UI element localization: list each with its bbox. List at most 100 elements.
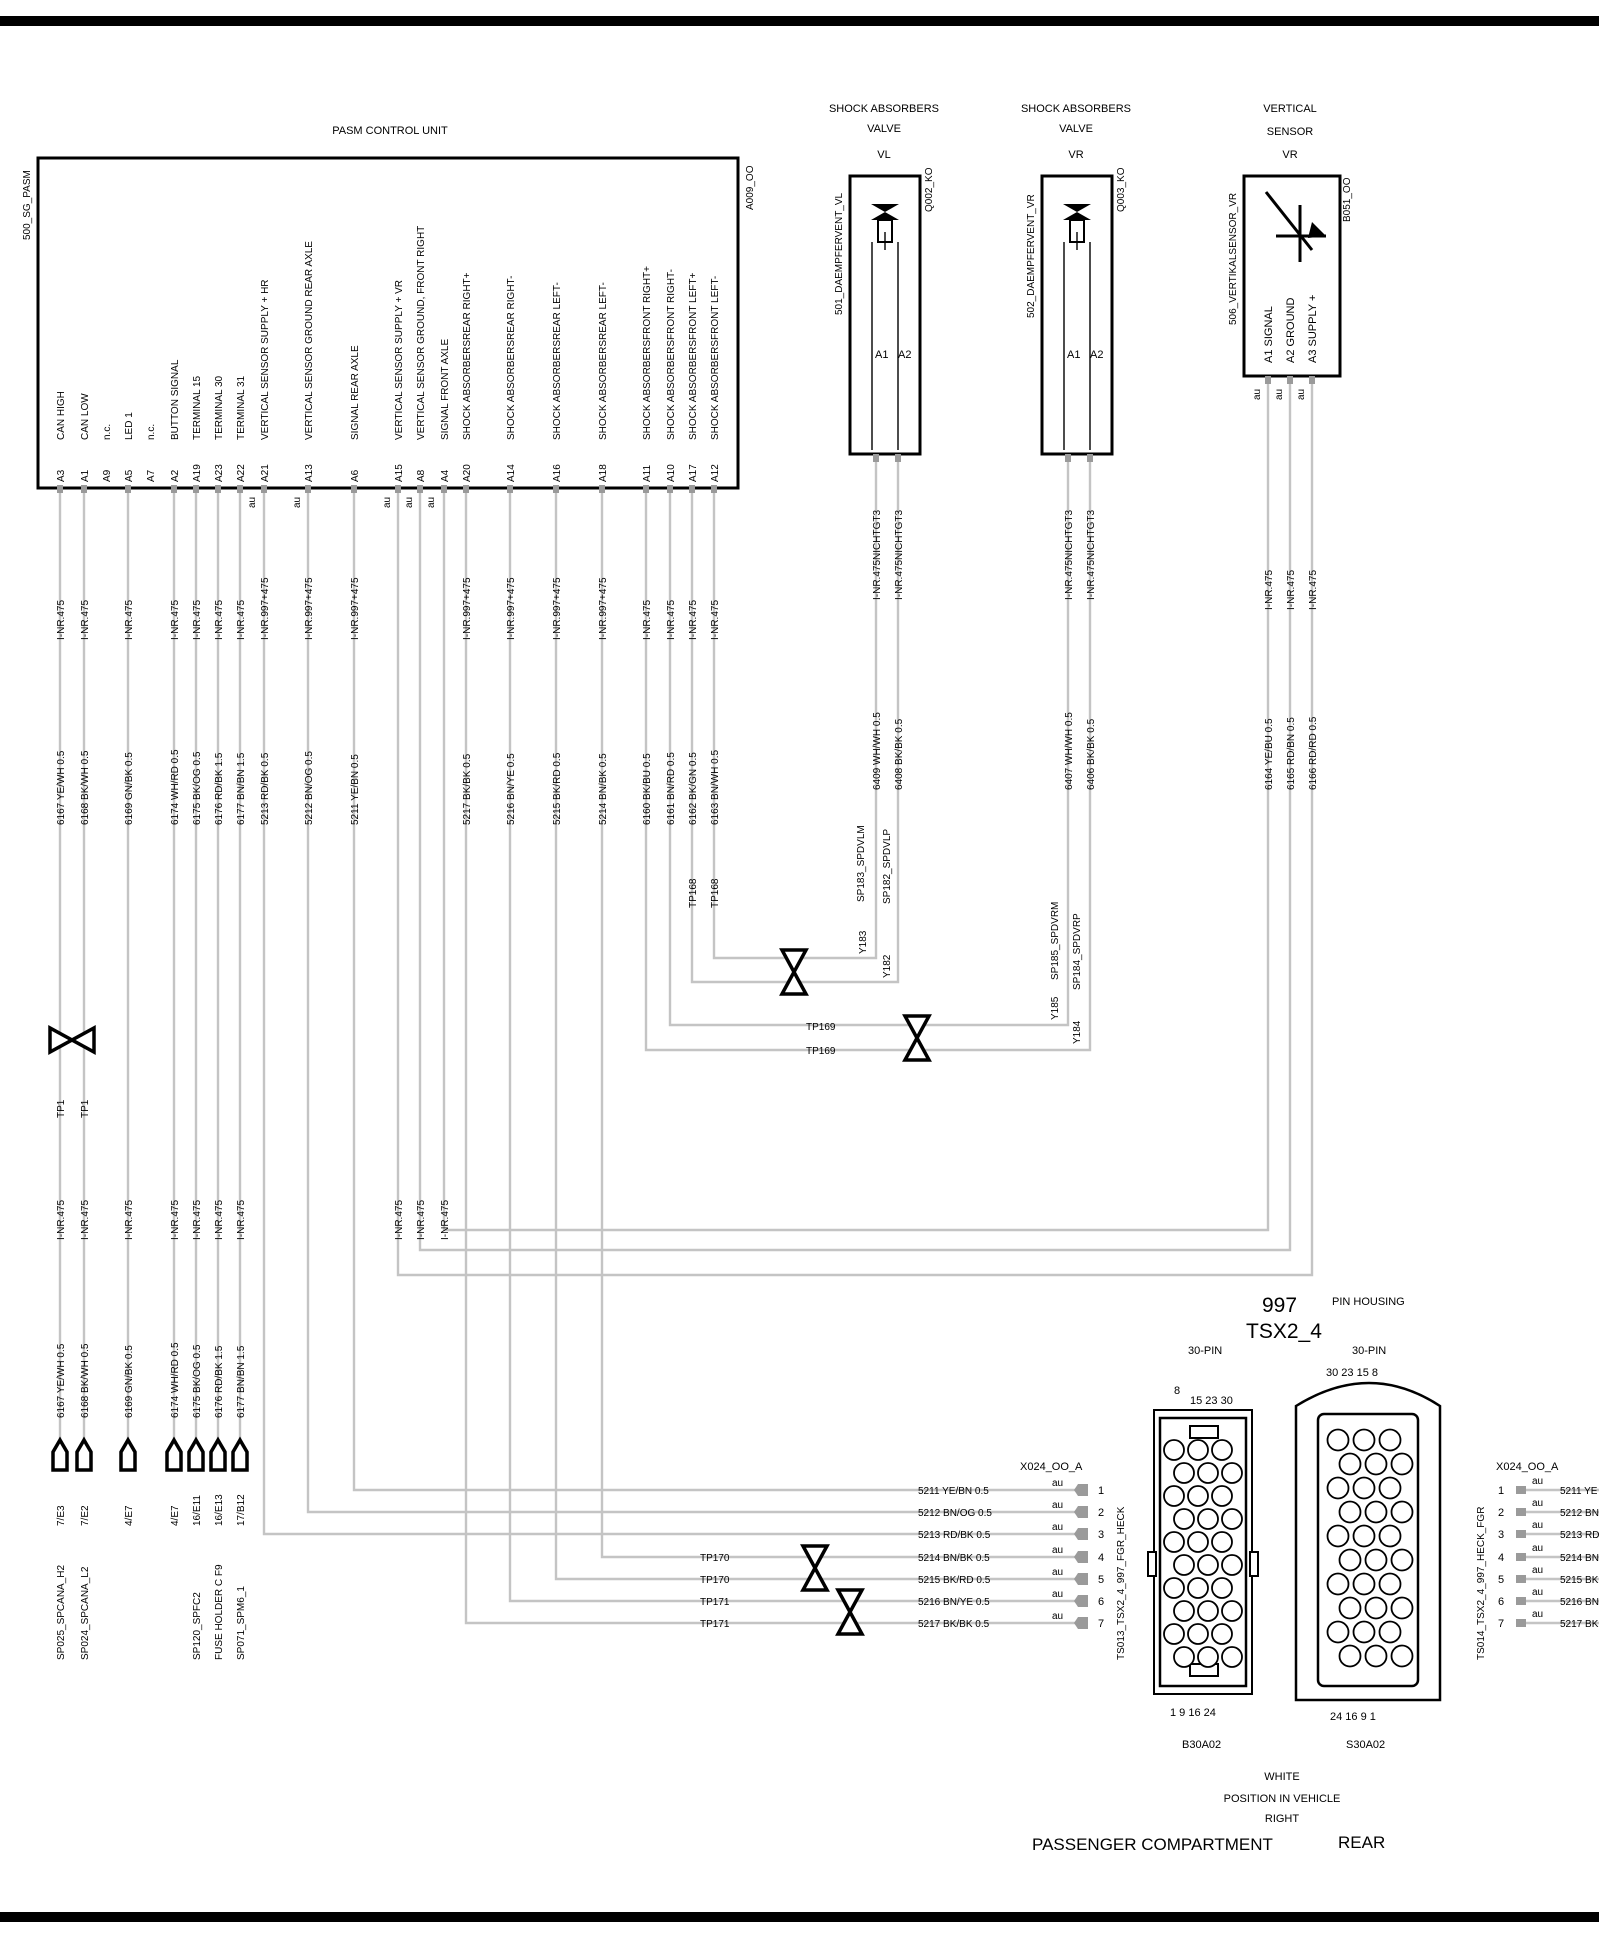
housing-hole — [1211, 1577, 1233, 1599]
connector-pin-icon — [1074, 1484, 1088, 1496]
housing-left-area: PASSENGER COMPARTMENT — [1032, 1835, 1273, 1854]
housing-hole — [1173, 1508, 1195, 1530]
pin-terminal — [507, 485, 513, 493]
housing-hole — [1163, 1577, 1185, 1599]
tp171-label: TP171 — [700, 1597, 730, 1608]
sensor-ref: B051_OO — [1342, 177, 1353, 222]
valve-vl-wire: 6408 BK/BK 0.5 — [894, 718, 905, 790]
housing-right-area: REAR — [1338, 1833, 1385, 1852]
valve-vl-symbol — [871, 204, 899, 450]
housing-hole — [1211, 1485, 1233, 1507]
wire-signal-label: I-NR.997+475 — [598, 577, 609, 640]
housing-hole — [1364, 1452, 1388, 1476]
tp1-splice-icon — [48, 1025, 96, 1055]
housing-hole — [1378, 1428, 1402, 1452]
connector-pin-icon — [1074, 1595, 1088, 1607]
sensor-side-label: 506_VERTIKALSENSOR_VR — [1228, 193, 1239, 325]
valve-vl-y-a: Y183 — [858, 930, 869, 954]
connector-pin-icon-right — [1516, 1597, 1526, 1605]
connector-wire-label: 5212 BN/OG 0.5 — [918, 1508, 992, 1519]
pin-terminal — [417, 485, 423, 493]
valve-vl-sig: I-NR.475NICHTGT3 — [894, 510, 905, 600]
housing-left-top-b: 15 23 30 — [1190, 1395, 1233, 1407]
pin-label: SHOCK ABSORBERS — [688, 340, 699, 440]
connector-wire-label: 5215 BK/RD 0.5 — [918, 1575, 991, 1586]
wire-sensor-supply — [396, 384, 1314, 1277]
wire-rear-4 — [600, 493, 1080, 1559]
tp171-label: TP171 — [700, 1619, 730, 1630]
sensor-pin-terminal — [1287, 376, 1293, 384]
sensor-au: au — [1252, 389, 1263, 400]
pin-number: A19 — [192, 464, 203, 482]
wire-rear-2 — [306, 493, 1080, 1514]
housing-hole — [1326, 1572, 1350, 1596]
pin-label: LED 1 — [124, 412, 135, 440]
au-marker: au — [247, 497, 258, 508]
valve-vl-pin-a2: A2 — [898, 349, 911, 361]
connector-pin-number: 6 — [1098, 1596, 1104, 1608]
wire-front-left-plus — [690, 454, 900, 984]
wire-signal-label-lower: I-NR.475 — [440, 1200, 451, 1240]
wire-code-label: 5217 BK/BK 0.5 — [462, 753, 473, 825]
valve-vr-wire: 6407 WH/WH 0.5 — [1064, 712, 1075, 790]
wire-signal-label: I-NR.475 — [642, 600, 653, 640]
valve-vr-pin-a1: A1 — [1067, 349, 1080, 361]
wire-code-label: 5214 BN/BK 0.5 — [598, 753, 609, 825]
pin-number: A11 — [642, 465, 653, 482]
valve-vr-y-b: Y184 — [1072, 1020, 1083, 1044]
connector-pin-icon — [1074, 1506, 1088, 1518]
wire-signal-label: I-NR.997+475 — [552, 577, 563, 640]
pin-label-suffix: REAR RIGHT- — [506, 276, 517, 340]
connector-au: au — [1052, 1522, 1063, 1533]
pin-terminal — [261, 485, 267, 493]
connector-pin-icon-right — [1516, 1553, 1526, 1561]
valve-vr-sig: I-NR.475NICHTGT3 — [1086, 510, 1097, 600]
housing-hole — [1221, 1554, 1243, 1576]
housing-hole — [1221, 1508, 1243, 1530]
connector-side-left: TS013_TSX2_4_997_FGR_HECK — [1116, 1506, 1127, 1660]
wire-front-left-minus — [712, 454, 878, 960]
pin-terminal — [305, 485, 311, 493]
housing-hole — [1197, 1462, 1219, 1484]
valve-vr-ref: Q003_KO — [1116, 167, 1127, 212]
housing-hole — [1173, 1462, 1195, 1484]
housing-right-name: S30A02 — [1346, 1739, 1385, 1751]
pin-label-suffix: FRONT RIGHT- — [666, 269, 677, 340]
pin-number: A15 — [394, 464, 405, 482]
wire-sensor-ground — [418, 384, 1292, 1252]
housing-model: 997 — [1262, 1294, 1297, 1317]
valve-vl-pin-a1: A1 — [875, 349, 888, 361]
pin-label: n.c. — [102, 424, 113, 440]
connector-pin-number-right: 5 — [1498, 1574, 1504, 1586]
housing-hole — [1197, 1554, 1219, 1576]
housing-hole — [1378, 1524, 1402, 1548]
pin-number: A8 — [416, 469, 427, 482]
connector-pin-icon-right — [1516, 1575, 1526, 1583]
housing-hole — [1221, 1462, 1243, 1484]
connector-wire-label-right: 5215 BK — [1560, 1575, 1599, 1586]
housing-hole — [1338, 1500, 1362, 1524]
housing-right-pins: 30-PIN — [1352, 1345, 1386, 1357]
connector-pin-number: 5 — [1098, 1574, 1104, 1586]
housing-hole — [1338, 1596, 1362, 1620]
valve-vr-sig: I-NR.475NICHTGT3 — [1064, 510, 1075, 600]
vertical-sensor: VERTICAL SENSOR VR 506_VERTIKALSENSOR_VR… — [1228, 103, 1353, 378]
connector-pin-number: 3 — [1098, 1529, 1104, 1541]
pin-terminal — [667, 485, 673, 493]
wire-code-label: 6161 BN/RD 0.5 — [666, 752, 677, 825]
sensor-title-2: SENSOR — [1267, 126, 1314, 138]
wire-code-label: 6174 WH/RD 0.5 — [170, 749, 181, 825]
connector-side-right: TS014_TSX2_4_997_HECK_FGR — [1476, 1507, 1487, 1660]
lower-code: 17/B12 — [236, 1494, 247, 1526]
pin-label-suffix: REAR RIGHT+ — [462, 272, 473, 340]
pin-label: CAN HIGH — [56, 391, 67, 440]
housing-hole — [1163, 1623, 1185, 1645]
housing-hole — [1187, 1439, 1209, 1461]
pin-terminal — [215, 485, 221, 493]
housing-hole — [1378, 1572, 1402, 1596]
valve-vr-symbol — [1063, 204, 1091, 450]
wire-code-label: 5213 RD/BK 0.5 — [260, 752, 271, 825]
connector-pin-icon-right — [1516, 1486, 1526, 1494]
pin-number: A12 — [710, 464, 721, 482]
